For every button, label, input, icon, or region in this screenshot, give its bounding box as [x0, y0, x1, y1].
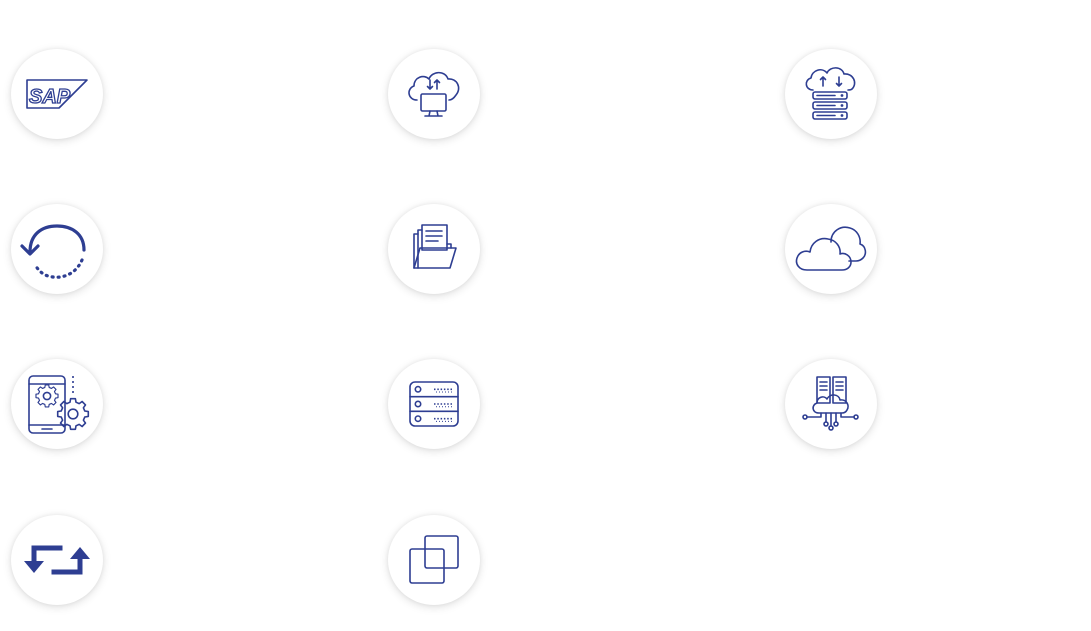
folder-tile [388, 204, 480, 294]
sync-tile [11, 515, 103, 605]
cloud-computer-sync-icon [408, 71, 460, 117]
sap-tile: SAP [11, 49, 103, 139]
sync-arrows-icon [24, 545, 90, 575]
cloud-computer-tile [388, 49, 480, 139]
restore-tile [11, 204, 103, 294]
cloud-server-sync-icon [805, 67, 856, 120]
server-rack-icon [409, 381, 459, 427]
restore-cycle-icon [20, 224, 86, 279]
server-tile [388, 359, 480, 449]
sap-logo-icon: SAP [26, 79, 88, 109]
mobile-settings-tile [11, 359, 103, 449]
mobile-settings-gears-icon [28, 375, 90, 434]
cloud-tile [785, 204, 877, 294]
sap-logo-text: SAP [29, 86, 71, 108]
folder-documents-icon [413, 224, 457, 269]
cloud-datacenter-network-icon [802, 376, 859, 431]
duplicate-tile [388, 515, 480, 605]
cloud-icon [795, 226, 867, 271]
cloud-datacenter-tile [785, 359, 877, 449]
cloud-server-tile [785, 49, 877, 139]
duplicate-copy-icon [409, 535, 459, 584]
